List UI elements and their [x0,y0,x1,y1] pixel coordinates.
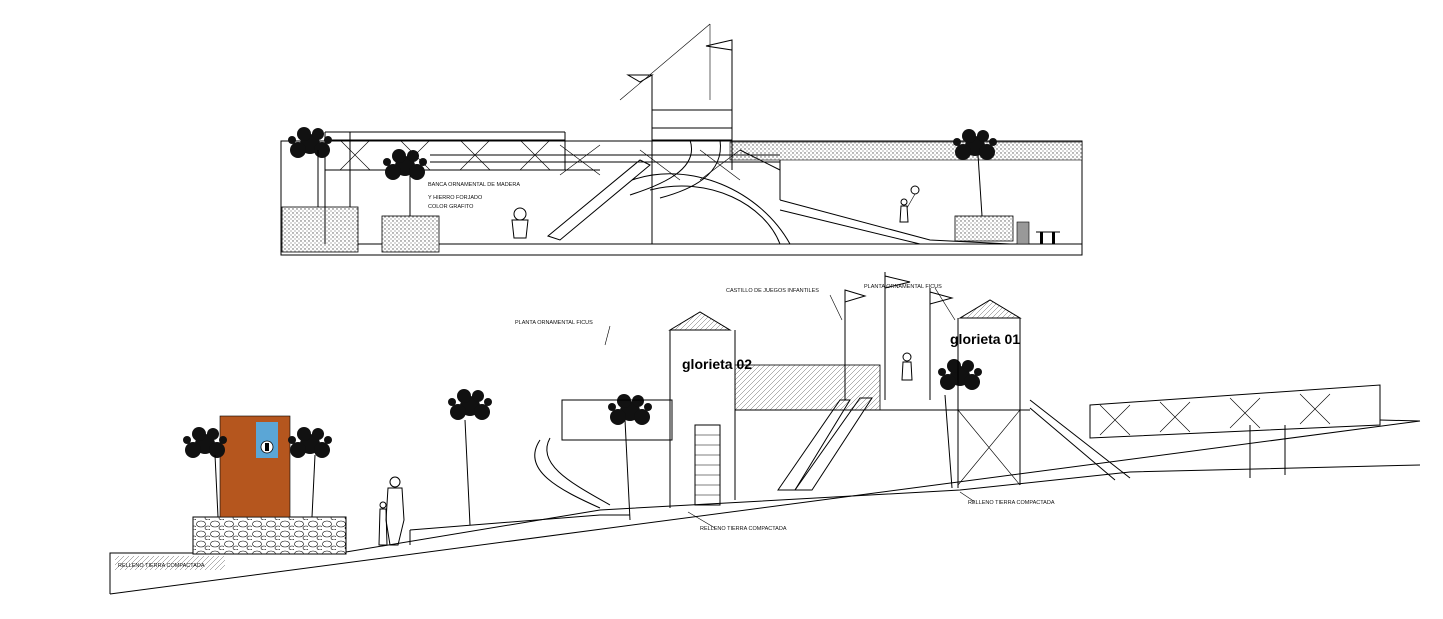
terrain-line [109,464,1421,594]
person-icon [511,207,529,239]
upper-tower [619,23,733,244]
flag-icon [626,74,654,83]
stone-wall [192,516,347,555]
bench-label-line1: BANCA ORNAMENTAL DE MADERA [428,182,520,188]
flag-icon [929,291,954,305]
gazebo-02-tower [668,311,736,508]
lower-railing-right [1089,384,1421,478]
plant-ficus-right-label: PLANTA ORNAMENTAL FICUS [864,284,942,290]
lower-section: PLANTA ORNAMENTAL FICUS CASTILLO DE JUEG… [109,272,1421,595]
gazebo-01-tower [957,299,1022,488]
lower-deck-left [561,399,673,441]
fill-center-label: RELLENO TIERRA COMPACTADA [700,526,787,532]
fill-left-label: RELLENO TIERRA COMPACTADA [118,563,205,569]
lower-flags [844,272,954,400]
flag-icon [705,39,733,51]
upper-planter-left [281,206,359,253]
upper-section-frame [280,140,1083,256]
gazebo-01-label: glorieta 01 [950,331,1020,347]
fill-right-label: RELLENO TIERRA COMPACTADA [968,500,1055,506]
bench-label-line2: Y HIERRO FORJADO [428,195,483,201]
tree-icon [938,359,982,390]
person-icon [378,476,405,546]
tree-icon [953,129,997,160]
slide-icon [546,139,1011,245]
upper-sign [1016,221,1060,245]
upper-hatched-band [729,141,1083,161]
tree-icon [608,394,652,425]
flag-icon [844,289,867,303]
slide-icon [777,397,1131,491]
terrain-base-line [109,420,1421,595]
plant-ficus-left-label: PLANTA ORNAMENTAL FICUS [515,320,593,326]
tree-icon [288,427,332,458]
person-icon [901,352,913,381]
upper-planter-center [381,215,440,253]
castle-label: CASTILLO DE JUEGOS INFANTILES [726,288,819,294]
fill-hatch-left [115,556,225,570]
bench-label-line3: COLOR GRAFITO [428,204,474,210]
tree-icon [383,149,427,180]
upper-railing [324,131,781,244]
upper-planter-right [954,215,1014,242]
flag-icon [884,275,911,289]
upper-section: BANCA ORNAMENTAL DE MADERA Y HIERRO FORJ… [280,23,1083,256]
castle-deck [734,364,881,411]
tree-icon [448,389,492,420]
gazebo-02-label: glorieta 02 [682,356,752,372]
sign-panel-icon [219,415,291,518]
person-icon [899,185,920,223]
